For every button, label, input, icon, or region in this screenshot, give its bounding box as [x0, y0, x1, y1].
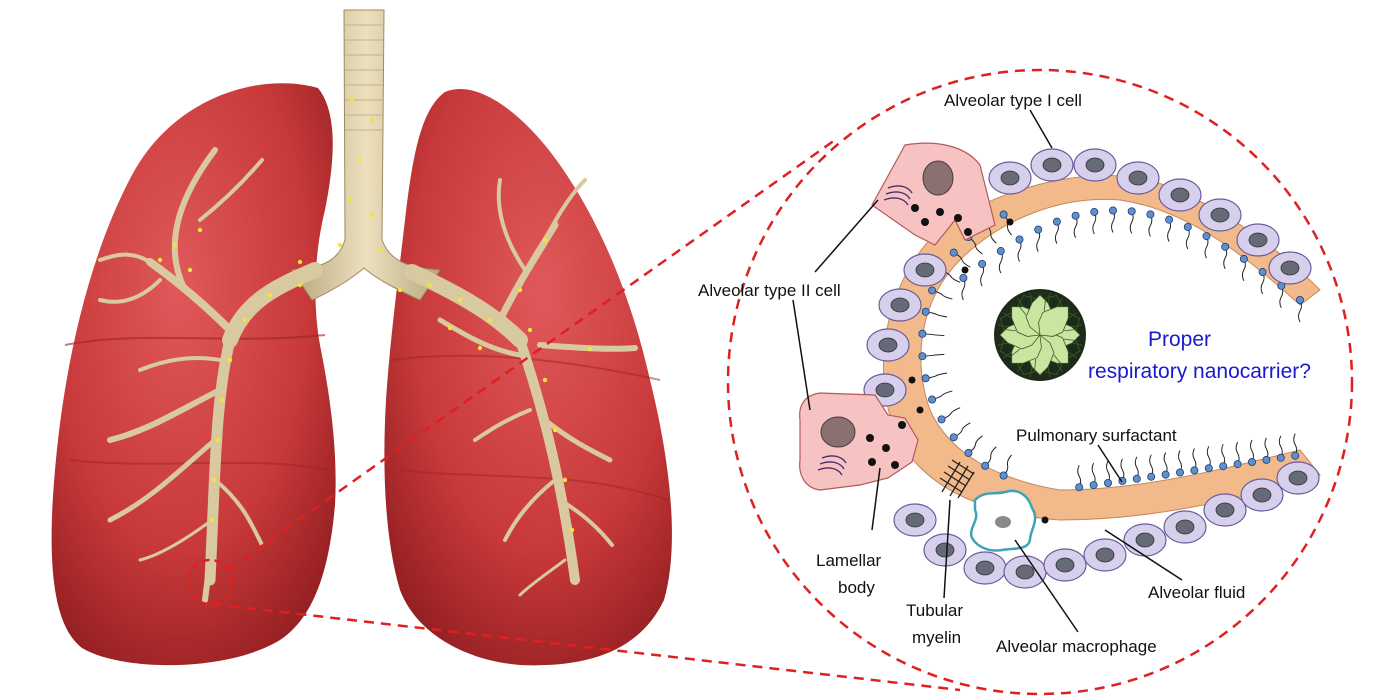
particle-dots: [157, 97, 593, 533]
alveolus: [799, 142, 1321, 589]
label-alveolar-macrophage: Alveolar macrophage: [996, 637, 1157, 656]
tubular-myelin: [939, 459, 975, 499]
surfactant-heads: [918, 206, 1305, 492]
left-bronchial-tree: [98, 147, 323, 603]
label-pulmonary-surfactant: Pulmonary surfactant: [1016, 426, 1177, 445]
zoom-origin-marker: [186, 558, 234, 606]
type1-cells: [863, 148, 1320, 589]
label-question-line2: respiratory nanocarrier?: [1088, 360, 1311, 383]
lungs-illustration: [51, 9, 672, 666]
label-lamellar-line1: Lamellar: [816, 551, 882, 570]
lamellar-bodies-fluid: [908, 218, 1049, 524]
labels: Alveolar type I cell Alveolar type II ce…: [698, 91, 1311, 656]
label-alveolar-fluid: Alveolar fluid: [1148, 583, 1245, 602]
right-bronchial-tree: [404, 178, 638, 597]
leader-lines: [792, 109, 1183, 633]
zoom-connector-lines: [211, 138, 961, 692]
nanocarrier-dendrimer: [994, 289, 1086, 381]
alveolar-macrophage: [969, 489, 1037, 552]
label-tubular-line1: Tubular: [906, 601, 963, 620]
label-tubular-line2: myelin: [912, 628, 961, 647]
left-lung: [51, 83, 336, 666]
label-type1-cell: Alveolar type I cell: [944, 91, 1082, 110]
label-question-line1: Proper: [1148, 328, 1211, 351]
type2-cell-lower: [799, 392, 919, 491]
label-type2-cell: Alveolar type II cell: [698, 281, 841, 300]
type2-cell-upper: [871, 142, 996, 246]
label-lamellar-line2: body: [838, 578, 875, 597]
